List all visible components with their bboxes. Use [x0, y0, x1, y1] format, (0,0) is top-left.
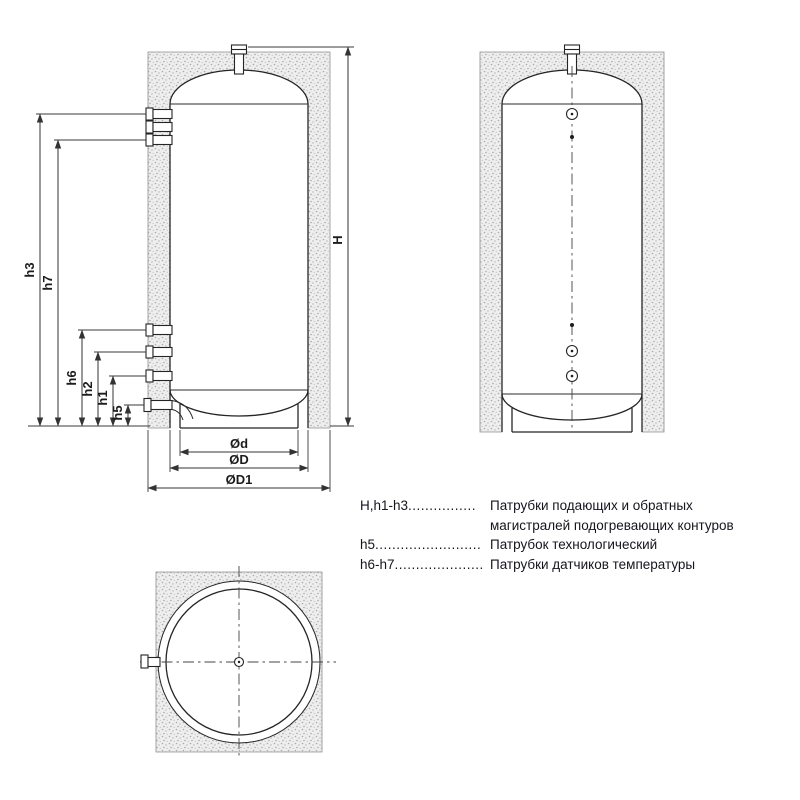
dim-label-H: H [330, 235, 345, 244]
pipe-stub-h3 [145, 107, 173, 121]
side-fitting-dot [570, 135, 574, 139]
top-view [140, 566, 336, 758]
pipe-stub [145, 120, 173, 134]
pipe-stub-h7 [145, 133, 173, 147]
legend-description: Патрубки подающих и обратных магистралей… [490, 498, 734, 533]
dim-label-d: Ød [230, 436, 248, 451]
legend-key-area: h5......................... [360, 535, 487, 555]
front-insulation-hatch [147, 51, 331, 429]
side-view [479, 44, 665, 433]
legend-description: Патрубки датчиков температуры [490, 556, 696, 572]
dim-label-h6: h6 [64, 370, 79, 385]
legend-row-h5: h5......................... Патрубок тех… [360, 535, 796, 555]
legend-leader-dots: ................ [408, 498, 477, 513]
legend-key: h6-h7 [360, 556, 395, 572]
legend-key-area: H,h1-h3................ [360, 496, 487, 516]
dim-label-h7: h7 [40, 275, 55, 290]
top-side-stub [140, 654, 161, 669]
front-view: h3 h7 h6 h2 h1 h5 H Ød ØD ØD1 [22, 44, 354, 492]
pipe-stub-h6 [145, 323, 173, 337]
side-fitting-dot [570, 323, 574, 327]
legend-key: H,h1-h3 [360, 498, 409, 513]
legend-key-area: h6-h7..................... [360, 555, 487, 575]
legend-key: h5 [360, 537, 376, 553]
dim-label-D1: ØD1 [226, 472, 253, 487]
dim-label-D: ØD [229, 452, 249, 467]
side-fittings [565, 107, 579, 383]
legend-leader-dots: ..................... [394, 556, 484, 572]
dim-label-h1: h1 [95, 390, 110, 405]
legend-description: Патрубок технологический [490, 537, 658, 553]
dim-label-h3: h3 [22, 262, 37, 277]
legend-row-h6-h7: h6-h7..................... Патрубки датч… [360, 555, 796, 575]
front-tank-outline [169, 69, 309, 429]
dim-label-h2: h2 [80, 381, 95, 396]
legend-row-h: H,h1-h3................ Патрубки подающи… [360, 496, 796, 535]
dim-label-h5: h5 [110, 405, 125, 420]
front-dimensions: h3 h7 h6 h2 h1 h5 H Ød ØD ØD1 [22, 46, 354, 492]
legend: H,h1-h3................ Патрубки подающи… [360, 496, 796, 574]
pipe-stub-h2 [145, 345, 173, 359]
pipe-stub-h1 [145, 369, 173, 383]
legend-leader-dots: ......................... [375, 537, 482, 553]
